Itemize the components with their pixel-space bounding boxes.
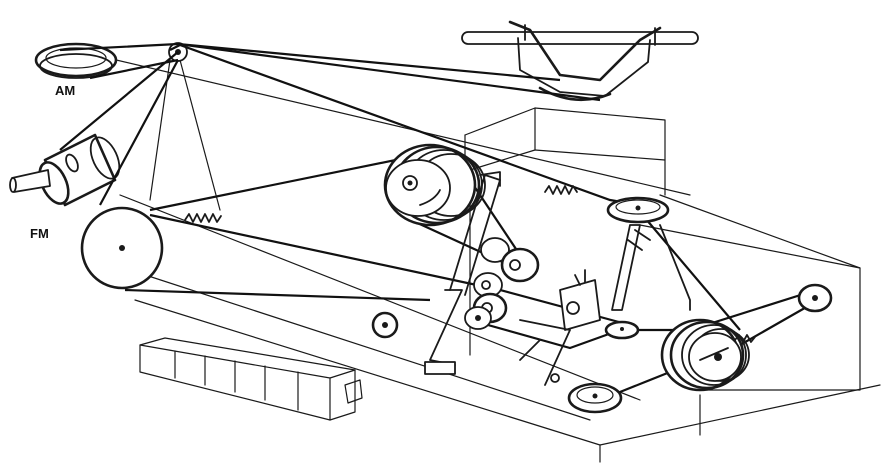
right-drive-pulley <box>660 318 750 392</box>
idler-pulley-lower-left <box>371 311 399 339</box>
center-drive-pulley <box>383 143 486 227</box>
fm-pulley <box>80 206 164 290</box>
idler-pulley-far-right <box>797 283 833 313</box>
drum-roller <box>9 133 121 207</box>
vertical-guide-rod <box>611 224 691 311</box>
am-pulley <box>34 42 118 79</box>
idler-pulley-right-top <box>606 196 670 224</box>
am-label: AM <box>55 83 75 98</box>
idler-pulley-middle-right <box>604 320 640 340</box>
pointer-bracket <box>424 171 601 386</box>
idler-pulley-bottom <box>567 382 623 414</box>
tuning-shaft-fork <box>461 20 699 102</box>
fm-label: FM <box>30 226 49 241</box>
reduction-gear-cluster <box>464 237 540 330</box>
